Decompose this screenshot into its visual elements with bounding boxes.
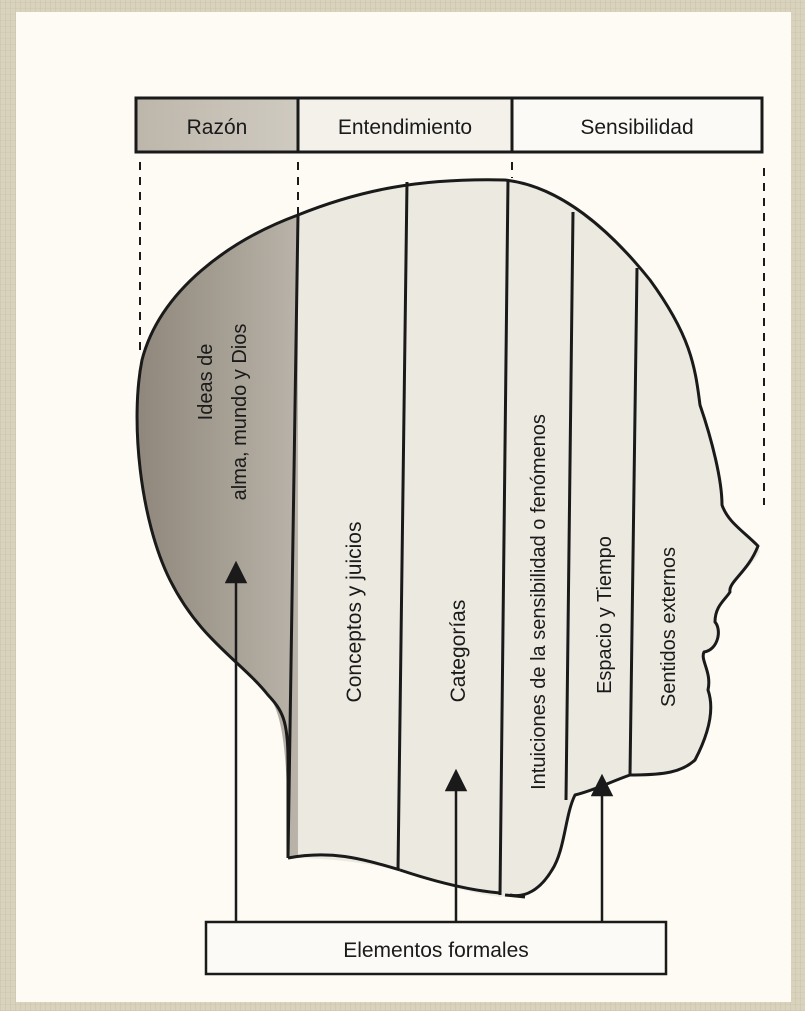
footer-box: Elementos formales [206, 922, 666, 974]
header-razon-label: Razón [187, 116, 248, 139]
band-label-conceptos: Conceptos y juicios [343, 522, 366, 703]
band-label-intuiciones: Intuiciones de la sensibilidad o fenómen… [528, 414, 550, 790]
header-sensibilidad-label: Sensibilidad [580, 116, 693, 139]
band-label-ideas-line1: Ideas de [195, 344, 217, 421]
band-label-sentidos: Sentidos externos [658, 547, 680, 707]
band-label-categorias: Categorías [447, 600, 470, 703]
footer-elementos-label: Elementos formales [343, 939, 529, 962]
band-label-espacio: Espacio y Tiempo [594, 536, 616, 694]
header-entendimiento-label: Entendimiento [338, 116, 472, 139]
neck-bottom-edge-right [505, 895, 525, 897]
header-bar: Razón Entendimiento Sensibilidad [136, 98, 762, 152]
razon-region [137, 215, 298, 858]
band-label-ideas-line2: alma, mundo y Dios [229, 324, 251, 501]
